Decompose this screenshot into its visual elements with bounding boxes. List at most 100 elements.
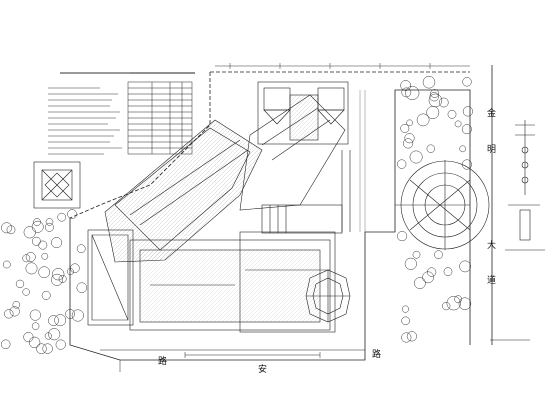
tree-symbol <box>401 332 412 343</box>
tree-symbol <box>33 218 41 226</box>
tree-symbol <box>0 339 11 350</box>
road-right-char-3: 大 <box>487 239 496 251</box>
tree-symbol <box>44 332 52 340</box>
tree-symbol <box>66 268 74 276</box>
road-bottom-char-1: 路 <box>158 355 167 367</box>
tree-symbol <box>461 124 472 135</box>
tree-symbol <box>23 226 36 239</box>
tree-symbol <box>70 263 80 273</box>
octagonal-tower <box>305 269 351 323</box>
tree-symbol <box>405 85 420 101</box>
tree-symbol <box>4 309 14 319</box>
tree-symbol <box>22 254 31 263</box>
tree-symbol <box>23 332 34 343</box>
tree-symbol <box>42 343 53 354</box>
tree-symbol <box>38 266 51 279</box>
central-link <box>261 150 351 234</box>
tree-symbol <box>29 309 41 321</box>
tree-symbol <box>412 250 421 259</box>
road-label-bottom: 路 安 路 <box>158 348 381 375</box>
tree-symbol <box>41 290 51 300</box>
tree-symbol <box>54 314 67 327</box>
tree-symbol <box>414 277 426 289</box>
technical-indicator-table <box>127 72 195 155</box>
tree-symbol <box>58 274 67 283</box>
road-right-char-1: 金 <box>487 107 496 119</box>
tree-symbol <box>397 159 407 169</box>
tree-symbol <box>416 113 430 127</box>
tree-symbol <box>462 106 473 117</box>
trees-west <box>0 209 88 354</box>
tree-symbol <box>67 209 77 219</box>
tree-symbol <box>31 322 40 330</box>
tree-symbol <box>458 297 472 310</box>
tree-symbol <box>459 260 471 273</box>
top-dimension-line <box>215 63 470 69</box>
tree-symbol <box>426 106 440 119</box>
tree-symbol <box>406 119 413 127</box>
tree-symbol <box>461 159 472 170</box>
tree-symbol <box>36 343 47 354</box>
tree-symbol <box>55 339 66 350</box>
tree-symbol <box>403 138 414 149</box>
tree-symbol <box>442 301 451 311</box>
tree-symbol <box>45 218 54 226</box>
road-right-char-2: 明 <box>487 144 496 155</box>
tree-symbol <box>401 87 412 98</box>
tree-symbol <box>400 123 410 133</box>
design-notes-block <box>48 72 130 155</box>
tree-symbol <box>9 306 20 317</box>
tree-symbol <box>51 273 63 286</box>
tree-symbol <box>57 212 67 222</box>
tree-symbol <box>462 77 472 87</box>
tree-symbol <box>447 109 457 119</box>
trees-east <box>397 75 473 343</box>
tree-symbol <box>404 257 417 270</box>
tree-symbol <box>434 250 443 260</box>
road-bottom-char-3: 路 <box>372 348 381 360</box>
tree-symbol <box>459 145 467 153</box>
tree-symbol <box>31 236 41 246</box>
east-fence <box>359 90 366 232</box>
tree-symbol <box>48 315 59 326</box>
tree-symbol <box>1 222 13 234</box>
road-bottom-char-2: 安 <box>258 363 267 375</box>
tree-symbol <box>38 240 48 250</box>
tree-symbol <box>409 150 423 164</box>
tree-symbol <box>401 305 409 313</box>
tree-symbol <box>76 282 88 293</box>
tree-symbol <box>397 231 408 242</box>
tree-symbol <box>51 237 63 249</box>
tree-symbol <box>22 288 30 296</box>
tree-symbol <box>52 268 65 281</box>
tree-symbol <box>15 279 25 289</box>
tree-symbol <box>443 267 453 277</box>
road-label-right: 金 明 大 道 <box>487 107 496 286</box>
tree-symbol <box>406 331 417 342</box>
circular-plaza <box>395 160 490 250</box>
tree-symbol <box>28 336 41 349</box>
tree-symbol <box>65 309 75 319</box>
pavilion-left <box>33 161 81 209</box>
tree-symbol <box>430 89 439 98</box>
tree-symbol <box>404 133 415 144</box>
tree-symbol <box>422 271 434 284</box>
tree-symbol <box>48 328 61 341</box>
tree-symbol <box>25 262 38 275</box>
tree-symbol <box>454 120 462 128</box>
tree-symbol <box>438 97 449 108</box>
tree-symbol <box>12 301 21 309</box>
tree-symbol <box>41 252 49 260</box>
tree-symbol <box>446 296 461 311</box>
tree-symbol <box>2 260 11 269</box>
tree-symbol <box>71 309 84 322</box>
right-legend-markers <box>505 120 545 251</box>
tree-symbol <box>426 267 437 277</box>
tree-symbol <box>6 225 16 235</box>
tree-symbol <box>25 252 36 262</box>
tree-symbol <box>454 295 463 304</box>
tree-symbol <box>400 80 412 91</box>
tree-symbol <box>426 144 435 153</box>
